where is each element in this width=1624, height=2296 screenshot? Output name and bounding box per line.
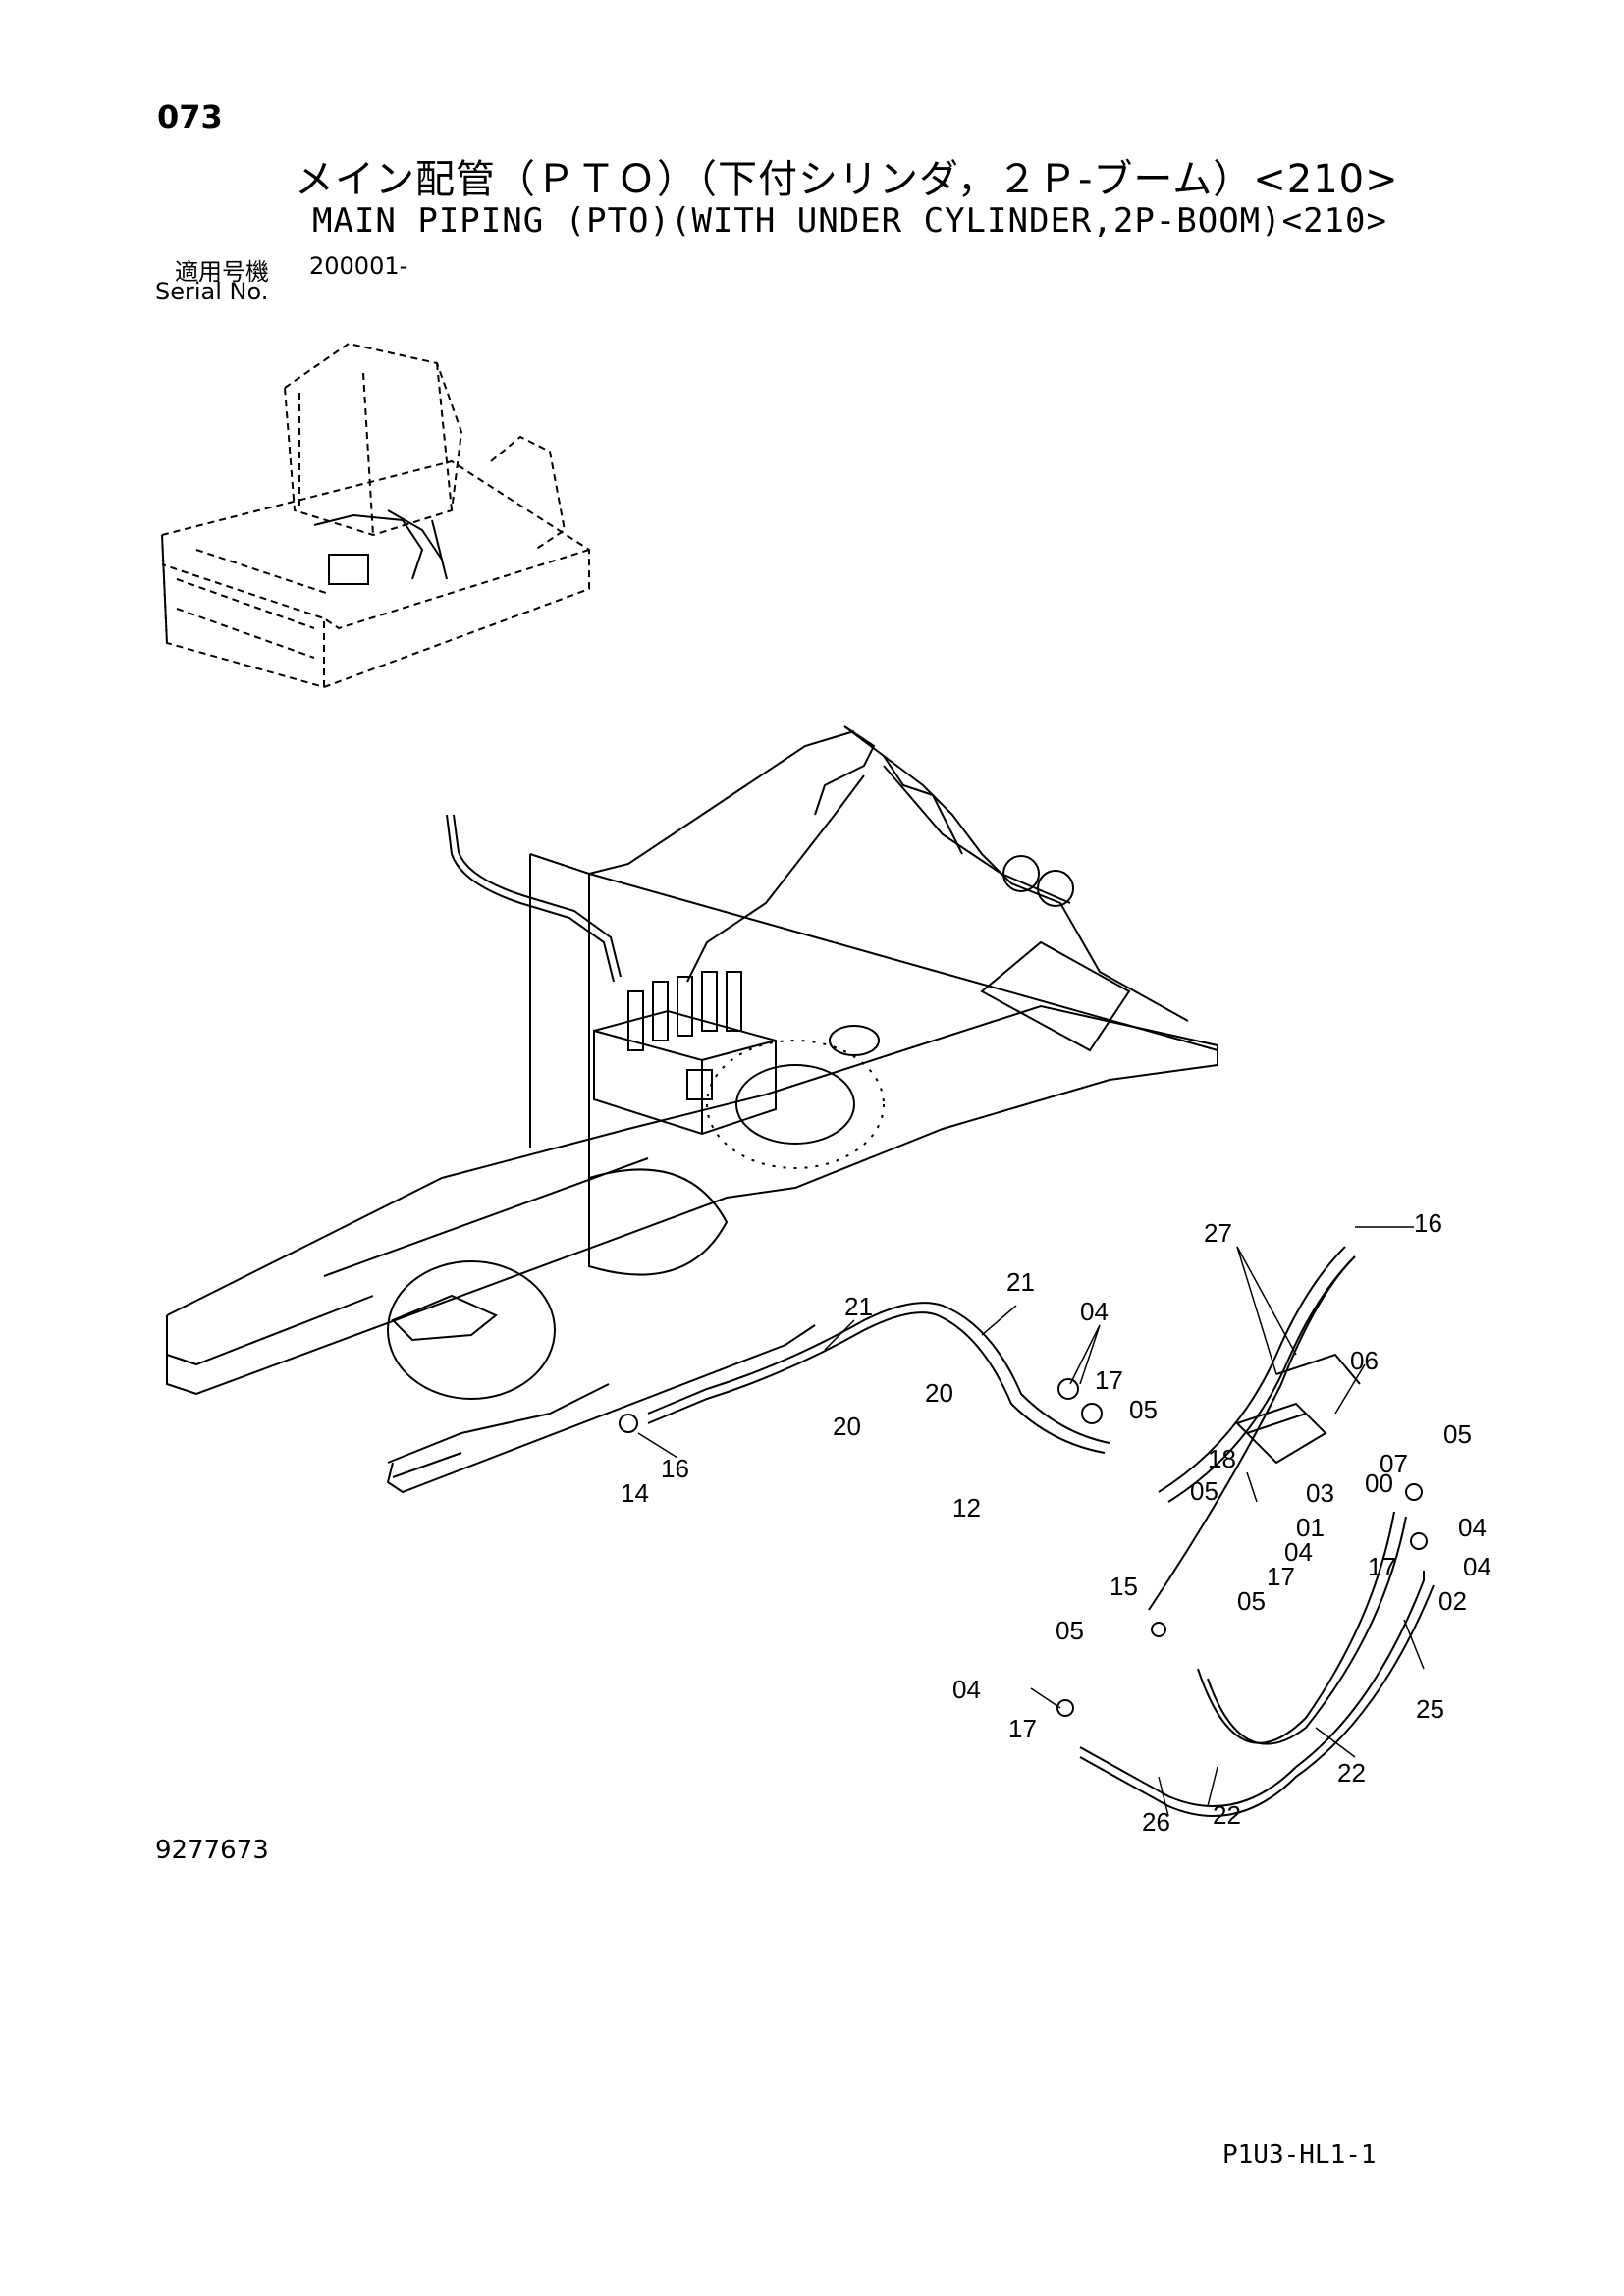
callout-17: 17 xyxy=(1095,1365,1123,1395)
callout-00: 00 xyxy=(1365,1468,1393,1498)
callout-05: 05 xyxy=(1056,1616,1084,1645)
callout-04: 04 xyxy=(1080,1297,1109,1326)
title-japanese: メイン配管（ＰＴＯ）（下付シリンダ，２Ｐ-ブーム）<210> xyxy=(295,157,1399,202)
callout-04: 04 xyxy=(1284,1537,1313,1567)
control-valve xyxy=(593,971,777,1136)
callout-20: 20 xyxy=(833,1412,861,1441)
callout-05: 05 xyxy=(1129,1395,1158,1424)
frame-opening-large xyxy=(387,1260,556,1400)
callout-04: 04 xyxy=(1458,1513,1487,1542)
callout-16: 16 xyxy=(1414,1208,1442,1238)
callout-03: 03 xyxy=(1306,1478,1334,1508)
callout-04: 04 xyxy=(952,1675,981,1704)
callout-25: 25 xyxy=(1416,1694,1444,1724)
callout-22: 22 xyxy=(1337,1758,1366,1788)
callout-14: 14 xyxy=(621,1478,649,1508)
hose-routing xyxy=(647,1246,1435,1817)
callout-17: 17 xyxy=(1267,1562,1295,1591)
swing-bearing-bore xyxy=(735,1064,855,1145)
callout-21: 21 xyxy=(1006,1267,1035,1297)
callout-labels: 27 16 21 21 04 17 05 20 20 06 05 07 18 0… xyxy=(621,1208,1491,1837)
callout-05: 05 xyxy=(1190,1476,1218,1506)
document-number: 9277673 xyxy=(155,1836,269,1865)
machine-overview-inset xyxy=(160,342,590,689)
callout-21: 21 xyxy=(844,1292,873,1321)
callout-22: 22 xyxy=(1213,1800,1241,1830)
callout-02: 02 xyxy=(1438,1586,1467,1616)
callout-04: 04 xyxy=(1463,1552,1491,1581)
callout-16: 16 xyxy=(661,1454,689,1483)
frame-hole xyxy=(829,1025,880,1056)
main-frame xyxy=(166,730,1218,1494)
page-code: P1U3-HL1-1 xyxy=(1222,2140,1377,2169)
serial-value: 200001- xyxy=(309,252,408,280)
serial-label-japanese: 適用号機 xyxy=(175,258,269,286)
bolt-circle xyxy=(706,1040,885,1169)
title-english: MAIN PIPING (PTO)(WITH UNDER CYLINDER,2P… xyxy=(312,201,1387,240)
leader-lines xyxy=(637,1226,1425,1817)
serial-label-english: Serial No. xyxy=(155,278,269,305)
callout-17: 17 xyxy=(1368,1552,1396,1581)
callout-05: 05 xyxy=(1237,1586,1266,1616)
callout-06: 06 xyxy=(1350,1346,1379,1375)
callout-01: 01 xyxy=(1296,1513,1325,1542)
inset-valve-assembly xyxy=(313,509,448,585)
boom-bracket xyxy=(814,725,1189,1052)
callout-17: 17 xyxy=(1008,1714,1037,1743)
callout-26: 26 xyxy=(1142,1807,1170,1837)
frame-opening-right xyxy=(588,1168,729,1276)
callout-07: 07 xyxy=(1380,1449,1408,1478)
callout-27: 27 xyxy=(1204,1218,1232,1248)
callout-05: 05 xyxy=(1443,1419,1472,1449)
callout-15: 15 xyxy=(1110,1572,1138,1601)
pto-cylinder-assembly xyxy=(619,1353,1428,1717)
callout-12: 12 xyxy=(952,1493,981,1522)
page-number: 073 xyxy=(157,98,223,135)
callout-18: 18 xyxy=(1208,1444,1236,1473)
callout-20: 20 xyxy=(925,1378,953,1408)
pipe-routing xyxy=(446,765,1071,983)
